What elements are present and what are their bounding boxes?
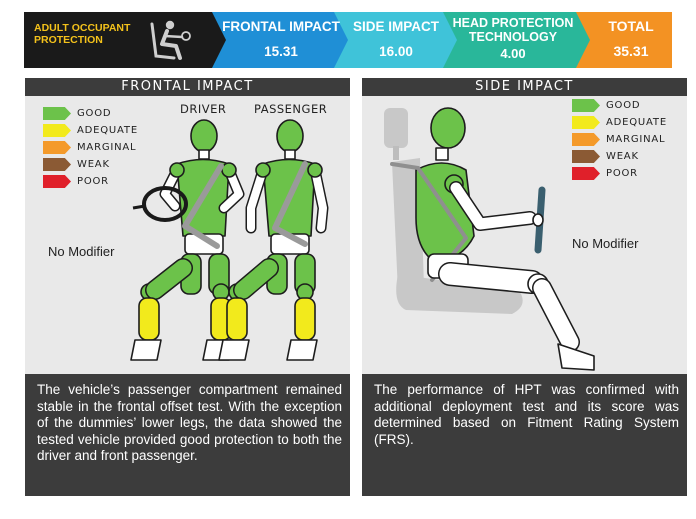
frontal-modifier-label: No Modifier xyxy=(48,244,115,259)
driver-dummy xyxy=(130,119,245,361)
legend-item-poor: POOR xyxy=(43,173,138,190)
legend-label: POOR xyxy=(606,168,638,179)
hpt-label-line2: TECHNOLOGY xyxy=(469,30,558,44)
frontal-segment xyxy=(212,12,350,68)
legend-label: POOR xyxy=(77,176,109,187)
weak-swatch xyxy=(43,158,71,171)
side-impact-header: SIDE IMPACT xyxy=(362,78,687,96)
seated-occupant-icon xyxy=(150,20,191,60)
frontal-impact-header: FRONTAL IMPACT xyxy=(25,78,350,96)
legend-item-poor: POOR xyxy=(572,165,667,182)
hpt-label-line1: HEAD PROTECTION xyxy=(453,16,574,30)
marginal-swatch xyxy=(43,141,71,154)
legend-item-weak: WEAK xyxy=(572,148,667,165)
side-impact-dummy xyxy=(390,107,595,371)
good-swatch xyxy=(43,107,71,120)
side-dummy-figure xyxy=(384,107,595,371)
frontal-impact-label: FRONTAL IMPACT xyxy=(222,19,340,34)
poor-swatch xyxy=(572,167,600,180)
total-segment xyxy=(576,12,672,68)
banner-graphic: ADULT OCCUPANT PROTECTION FRONTAL IMPACT… xyxy=(24,12,672,68)
legend-item-adequate: ADEQUATE xyxy=(572,114,667,131)
legend-label: MARGINAL xyxy=(77,142,137,153)
legend-label: MARGINAL xyxy=(606,134,666,145)
passenger-label: PASSENGER xyxy=(254,102,328,116)
side-impact-label: SIDE IMPACT xyxy=(353,19,440,34)
total-label: TOTAL xyxy=(608,18,654,34)
passenger-dummy xyxy=(218,119,329,361)
legend-item-good: GOOD xyxy=(572,97,667,114)
legend-item-adequate: ADEQUATE xyxy=(43,122,138,139)
legend-label: GOOD xyxy=(77,108,112,119)
legend-label: WEAK xyxy=(606,151,639,162)
hpt-segment xyxy=(443,12,592,68)
side-modifier-label: No Modifier xyxy=(572,236,639,251)
legend-item-weak: WEAK xyxy=(43,156,138,173)
marginal-swatch xyxy=(572,133,600,146)
legend-item-marginal: MARGINAL xyxy=(572,131,667,148)
frontal-description-box: The vehicle’s passenger compartment rema… xyxy=(25,374,350,496)
adequate-swatch xyxy=(43,124,71,137)
weak-swatch xyxy=(572,150,600,163)
hpt-score: 4.00 xyxy=(500,46,525,61)
adequate-swatch xyxy=(572,116,600,129)
side-description: The performance of HPT was confirmed wit… xyxy=(374,382,679,447)
legend-item-good: GOOD xyxy=(43,105,138,122)
side-legend: GOOD ADEQUATE MARGINAL WEAK POOR xyxy=(572,97,667,182)
side-segment xyxy=(334,12,459,68)
banner-title-line2: PROTECTION xyxy=(34,34,103,46)
side-description-box: The performance of HPT was confirmed wit… xyxy=(362,374,687,496)
frontal-impact-score: 15.31 xyxy=(264,44,298,59)
good-swatch xyxy=(572,99,600,112)
poor-swatch xyxy=(43,175,71,188)
legend-label: GOOD xyxy=(606,100,641,111)
legend-item-marginal: MARGINAL xyxy=(43,139,138,156)
total-score: 35.31 xyxy=(613,43,648,59)
legend-label: ADEQUATE xyxy=(606,117,667,128)
score-banner: ADULT OCCUPANT PROTECTION FRONTAL IMPACT… xyxy=(24,12,672,68)
frontal-impact-panel: FRONTAL IMPACT GOOD ADEQUATE MARGINAL WE… xyxy=(25,78,350,496)
frontal-legend: GOOD ADEQUATE MARGINAL WEAK POOR xyxy=(43,105,138,190)
side-impact-score: 16.00 xyxy=(379,44,413,59)
frontal-dummies-figure xyxy=(130,119,329,361)
legend-label: WEAK xyxy=(77,159,110,170)
banner-title-line1: ADULT OCCUPANT xyxy=(34,22,131,34)
driver-label: DRIVER xyxy=(180,102,227,116)
frontal-description: The vehicle’s passenger compartment rema… xyxy=(37,382,342,463)
legend-label: ADEQUATE xyxy=(77,125,138,136)
side-impact-panel: SIDE IMPACT GOOD ADEQUATE MARGINAL WEAK … xyxy=(362,78,687,496)
